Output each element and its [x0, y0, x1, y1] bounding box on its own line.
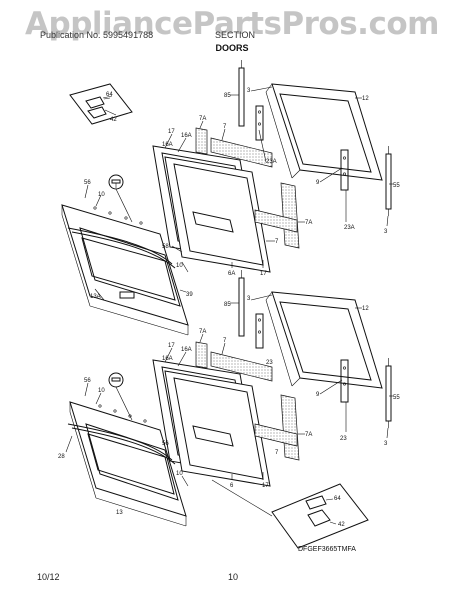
callout-10-upper-1: 10 — [98, 192, 105, 198]
callout-9-upper: 9 — [316, 180, 320, 186]
callout-3-lower-2: 3 — [384, 441, 388, 447]
door-front-upper — [61, 204, 189, 336]
callout-3-lower: 3 — [247, 296, 251, 302]
callout-6a-upper: 6A — [228, 271, 235, 277]
section-label: SECTION — [215, 30, 256, 40]
callout-labels: 64 42 85 3 12 17 16A 7A 7 16A 23A 9 55 5… — [58, 88, 400, 553]
screw-detail-lower — [108, 372, 133, 421]
callout-10-lower-2: 10 — [176, 471, 183, 477]
callout-7a-upper-1: 7A — [199, 116, 206, 122]
callout-55-upper: 55 — [393, 183, 400, 189]
outer-door-panel-lower — [265, 291, 383, 389]
callout-23-lower-1: 23 — [340, 436, 347, 442]
callout-56-lower-2: 56 — [162, 441, 169, 447]
leader-lines-upper — [84, 86, 393, 301]
watermark: AppliancePartsPros.com — [25, 6, 439, 42]
model-number-label: DFGEF3665TMFA — [298, 546, 356, 553]
callout-42-top: 42 — [110, 117, 117, 123]
callout-85-lower: 85 — [224, 302, 231, 308]
outer-door-panel-upper — [265, 83, 383, 181]
callout-7a-lower-2: 7A — [305, 432, 312, 438]
callout-64-top: 64 — [106, 92, 113, 98]
insulation-strips-upper — [195, 127, 300, 249]
callout-17-lower: 17 — [168, 343, 175, 349]
footer-page-number: 10 — [228, 572, 239, 582]
callout-9-lower: 9 — [316, 392, 320, 398]
callout-39-upper: 39 — [186, 292, 193, 298]
callout-12-upper: 12 — [362, 96, 369, 102]
door-side-trim-upper — [238, 60, 392, 216]
door-side-trim-lower — [238, 270, 392, 428]
inner-glass-frames-upper — [152, 145, 271, 273]
callout-85-upper: 85 — [224, 93, 231, 99]
callout-55-lower: 55 — [393, 395, 400, 401]
callout-10-lower-1: 10 — [98, 388, 105, 394]
callout-17-upper-2: 17 — [260, 271, 267, 277]
callout-6-lower: 6 — [230, 483, 234, 489]
callout-10-upper-2: 10 — [176, 263, 183, 269]
callout-42-bottom: 42 — [338, 522, 345, 528]
inset-hinge-bracket-top — [69, 83, 133, 125]
callout-56-upper: 56 — [84, 180, 91, 186]
callout-23a-upper-2: 23A — [344, 225, 355, 231]
callout-17-upper: 17 — [168, 129, 175, 135]
callout-16a-lower-1: 16A — [181, 347, 192, 353]
publication-number: Publication No. 5995491788 — [40, 30, 154, 40]
callout-7a-upper-2: 7A — [305, 220, 312, 226]
section-title: DOORS — [215, 43, 249, 53]
insulation-strips-lower — [195, 341, 300, 461]
callout-13a-upper: 13A — [90, 294, 101, 300]
callout-58-upper: 58 — [162, 244, 169, 250]
callout-7-lower-2: 7 — [275, 450, 279, 456]
callout-28-lower: 28 — [58, 454, 65, 460]
callout-23a-upper-1: 23A — [266, 159, 277, 165]
inset-hinge-bracket-bottom — [211, 479, 369, 549]
callout-56-lower: 56 — [84, 378, 91, 384]
callout-16a-upper-1: 16A — [181, 133, 192, 139]
callout-7-lower-1: 7 — [223, 338, 227, 344]
callout-3-upper-2: 3 — [384, 229, 388, 235]
callout-17-lower-2: 17 — [262, 483, 269, 489]
footer-date: 10/12 — [37, 572, 60, 582]
callout-7a-lower-1: 7A — [199, 329, 206, 335]
door-front-lower — [67, 401, 187, 527]
callout-23-lower-2: 23 — [266, 360, 273, 366]
callout-13-lower: 13 — [116, 510, 123, 516]
screw-detail-upper — [108, 174, 133, 223]
callout-16a-upper-2: 16A — [162, 142, 173, 148]
callout-12-lower: 12 — [362, 306, 369, 312]
callout-3-upper: 3 — [247, 88, 251, 94]
callout-7-upper-1: 7 — [223, 124, 227, 130]
leader-lines-lower — [65, 294, 393, 487]
callout-16a-lower-2: 16A — [162, 356, 173, 362]
callout-7-upper-2: 7 — [275, 239, 279, 245]
callout-64-bottom: 64 — [334, 496, 341, 502]
inner-glass-frames-lower — [152, 359, 271, 487]
